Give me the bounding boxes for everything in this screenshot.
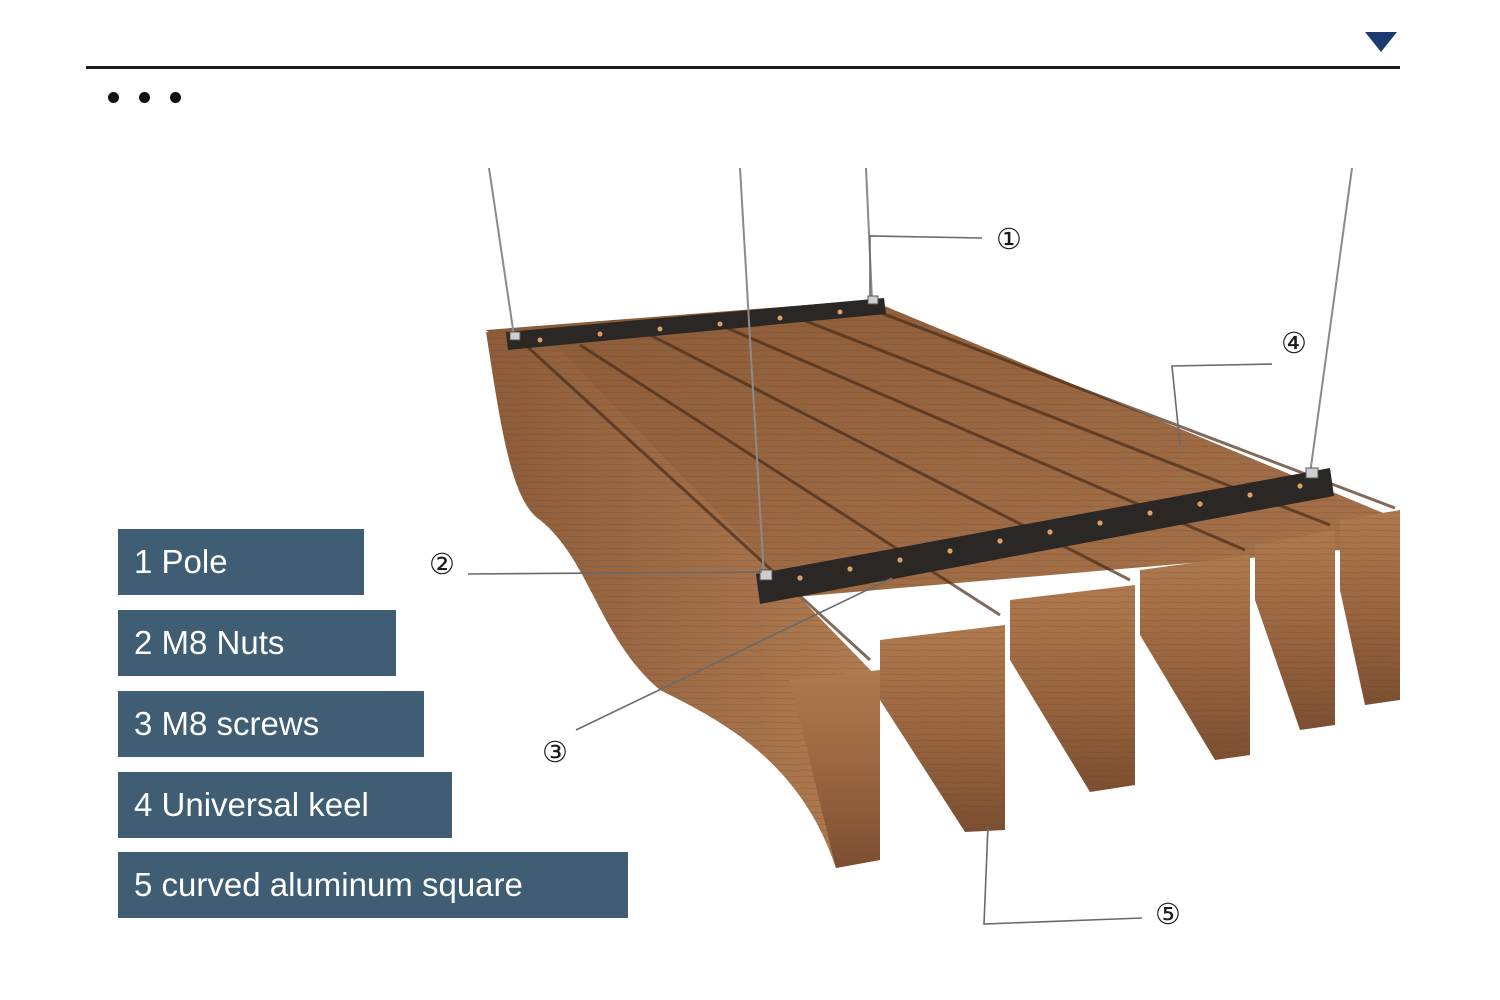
m8-nuts — [509, 295, 1319, 581]
callout-5: ⑤ — [1155, 897, 1181, 931]
dropdown-toggle[interactable] — [1364, 30, 1398, 54]
universal-keel-front — [756, 468, 1334, 604]
triangle-down-icon — [1365, 32, 1397, 52]
universal-keel-back — [506, 298, 886, 350]
legend-item-curved-aluminum-square: 5 curved aluminum square — [118, 852, 628, 918]
callout-4: ④ — [1281, 326, 1307, 360]
legend-item-m8-screws: 3 M8 screws — [118, 691, 424, 757]
leader-lines — [467, 235, 1273, 925]
curved-aluminum-square-left — [486, 332, 880, 868]
legend-item-universal-keel: 4 Universal keel — [118, 772, 452, 838]
callout-1: ① — [996, 222, 1022, 256]
legend-item-pole: 1 Pole — [118, 529, 364, 595]
header-divider — [86, 66, 1400, 69]
legend-item-m8-nuts: 2 M8 Nuts — [118, 610, 396, 676]
callout-3: ③ — [542, 735, 568, 769]
dot — [139, 92, 150, 103]
dot — [170, 92, 181, 103]
dot — [108, 92, 119, 103]
poles — [488, 167, 1353, 579]
ellipsis-icon[interactable] — [108, 92, 181, 103]
callout-2: ② — [429, 547, 455, 581]
beam-end-faces — [880, 510, 1400, 832]
